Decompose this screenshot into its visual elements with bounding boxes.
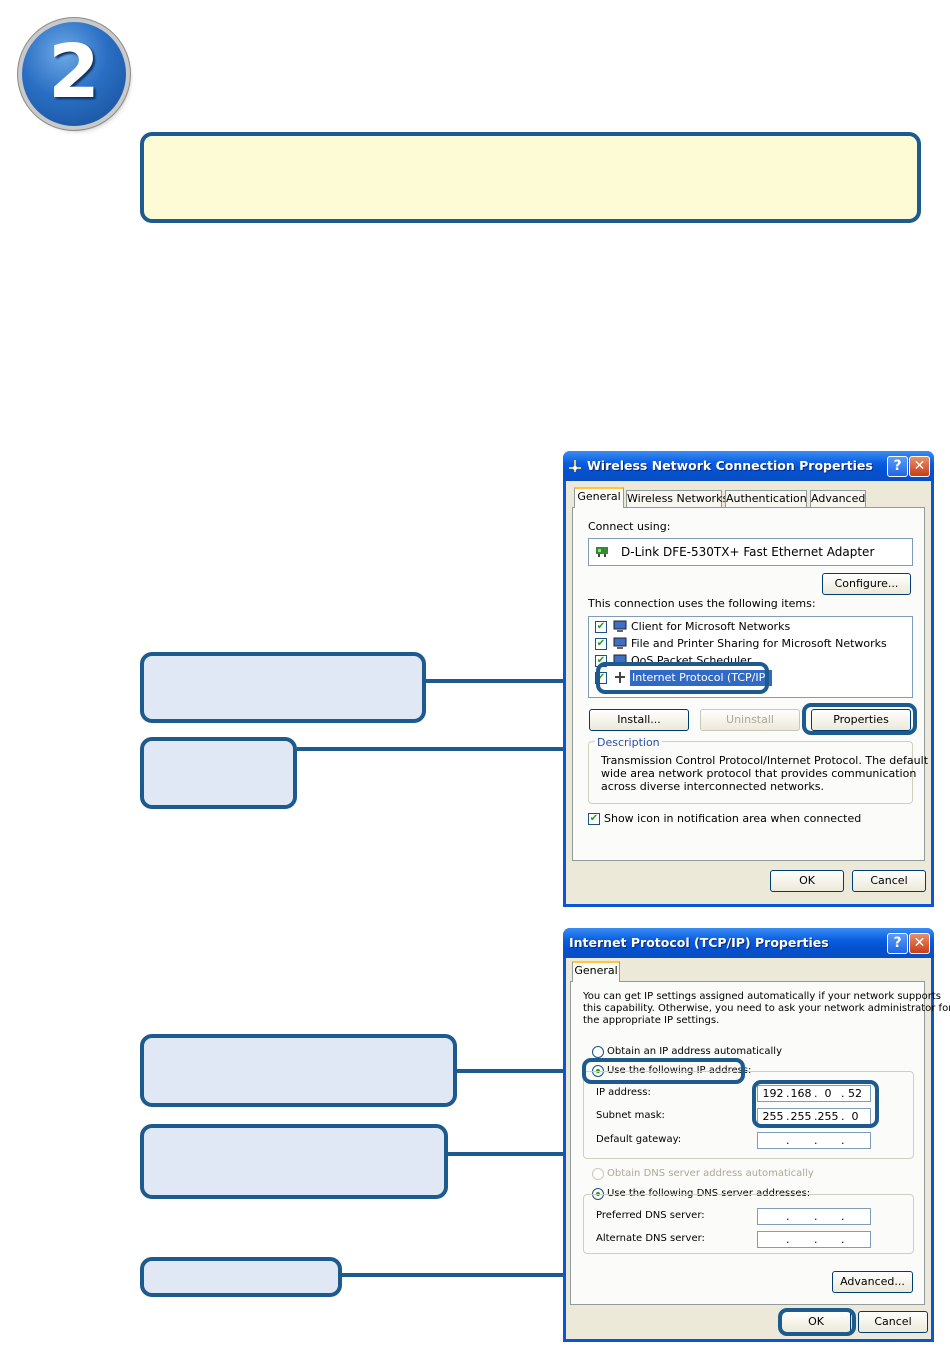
title-bar[interactable]: Wireless Network Connection Properties ?… (563, 451, 934, 481)
tab-advanced[interactable]: Advanced (810, 490, 866, 508)
default-gateway-label: Default gateway: (596, 1134, 682, 1145)
show-icon-label[interactable]: Show icon in notification area when conn… (604, 812, 862, 825)
properties-button[interactable]: Properties (811, 709, 911, 731)
tab-authentication[interactable]: Authentication (725, 490, 807, 508)
cancel-button[interactable]: Cancel (858, 1311, 928, 1333)
tab-wireless-networks[interactable]: Wireless Networks (626, 490, 728, 508)
properties-highlight (802, 703, 917, 735)
components-list[interactable]: ✔ Client for Microsoft Networks ✔ File a… (588, 616, 913, 698)
show-icon-checkbox[interactable]: ✔ (588, 813, 600, 825)
client-checkbox[interactable]: ✔ (595, 621, 607, 633)
step-number: 2 (48, 29, 100, 115)
preferred-dns-input[interactable]: ... (757, 1208, 871, 1225)
connector-line (457, 1069, 584, 1073)
dns-settings-group (583, 1194, 914, 1254)
intro-line: You can get IP settings assigned automat… (583, 991, 941, 1002)
subnet-mask-label: Subnet mask: (596, 1110, 665, 1121)
window-client-area: General You can get IP settings assigned… (566, 958, 950, 1339)
description-line: wide area network protocol that provides… (601, 767, 917, 780)
tab-general[interactable]: General (572, 961, 620, 982)
preferred-dns-label: Preferred DNS server: (596, 1210, 705, 1221)
callout-enter-ip-subnet (140, 1124, 448, 1199)
ip-settings-group (583, 1071, 914, 1159)
obtain-dns-auto-label: Obtain DNS server address automatically (607, 1168, 814, 1179)
intro-line: this capability. Otherwise, you need to … (583, 1003, 950, 1014)
tab-general[interactable]: General (574, 487, 624, 508)
network-adapter-icon (596, 547, 608, 557)
ok-button[interactable]: OK (770, 870, 844, 892)
list-item-file-sharing[interactable]: File and Printer Sharing for Microsoft N… (631, 637, 887, 650)
subnet-mask-input[interactable]: 255. 255. 255. 0 (757, 1108, 871, 1125)
computer-icon (613, 620, 627, 632)
ok-button-highlight (778, 1308, 856, 1336)
alternate-dns-label: Alternate DNS server: (596, 1233, 705, 1244)
ip-subnet-highlight (752, 1080, 879, 1128)
cancel-button[interactable]: Cancel (852, 870, 926, 892)
default-gateway-input[interactable]: ... (757, 1132, 871, 1149)
use-following-dns-label[interactable]: Use the following DNS server addresses: (607, 1188, 811, 1199)
file-sharing-checkbox[interactable]: ✔ (595, 638, 607, 650)
connector-line (342, 1273, 772, 1277)
close-button[interactable]: ✕ (909, 933, 930, 954)
title-bar[interactable]: Internet Protocol (TCP/IP) Properties ? … (563, 928, 934, 958)
uninstall-button: Uninstall (700, 709, 800, 731)
use-following-ip-highlight (582, 1058, 745, 1084)
items-label: This connection uses the following items… (588, 597, 816, 610)
description-line: Transmission Control Protocol/Internet P… (601, 754, 929, 767)
intro-line: the appropriate IP settings. (583, 1015, 720, 1026)
connect-using-label: Connect using: (588, 520, 671, 533)
configure-button[interactable]: Configure... (822, 573, 911, 595)
tcpip-highlight (596, 662, 769, 694)
callout-click-ok (140, 1257, 342, 1297)
instruction-banner (140, 132, 921, 223)
help-button[interactable]: ? (887, 933, 908, 954)
tcpip-properties-window: Internet Protocol (TCP/IP) Properties ? … (563, 928, 950, 1342)
step-number-badge: 2 (22, 22, 126, 126)
list-item-tcpip[interactable]: Internet Protocol (TCP/IP) (630, 670, 772, 686)
adapter-field: D-Link DFE-530TX+ Fast Ethernet Adapter (588, 538, 913, 566)
ip-address-input[interactable]: 192. 168. 0. 52 (757, 1085, 871, 1102)
close-button[interactable]: ✕ (909, 456, 930, 477)
description-group (588, 741, 913, 804)
obtain-ip-auto-label[interactable]: Obtain an IP address automatically (607, 1046, 783, 1057)
computer-icon (613, 637, 627, 649)
callout-select-tcpip (140, 652, 426, 723)
alternate-dns-input[interactable]: ... (757, 1231, 871, 1248)
obtain-dns-auto-radio (592, 1168, 604, 1180)
callout-click-properties (140, 737, 297, 809)
help-button[interactable]: ? (887, 456, 908, 477)
description-line: across diverse interconnected networks. (601, 780, 824, 793)
adapter-name: D-Link DFE-530TX+ Fast Ethernet Adapter (621, 545, 875, 559)
advanced-button[interactable]: Advanced... (832, 1271, 913, 1293)
obtain-ip-auto-radio[interactable] (592, 1046, 604, 1058)
network-connection-icon (569, 460, 581, 472)
window-title: Internet Protocol (TCP/IP) Properties (569, 935, 829, 950)
connector-line (426, 679, 600, 683)
window-title: Wireless Network Connection Properties (587, 458, 873, 473)
network-protocol-icon (615, 672, 625, 683)
use-following-ip-label[interactable]: Use the following IP address: (607, 1065, 752, 1076)
ip-address-label: IP address: (596, 1087, 651, 1098)
list-item-client[interactable]: Client for Microsoft Networks (631, 620, 791, 633)
description-label: Description (595, 736, 662, 750)
install-button[interactable]: Install... (589, 709, 689, 731)
callout-use-following-ip (140, 1034, 457, 1107)
